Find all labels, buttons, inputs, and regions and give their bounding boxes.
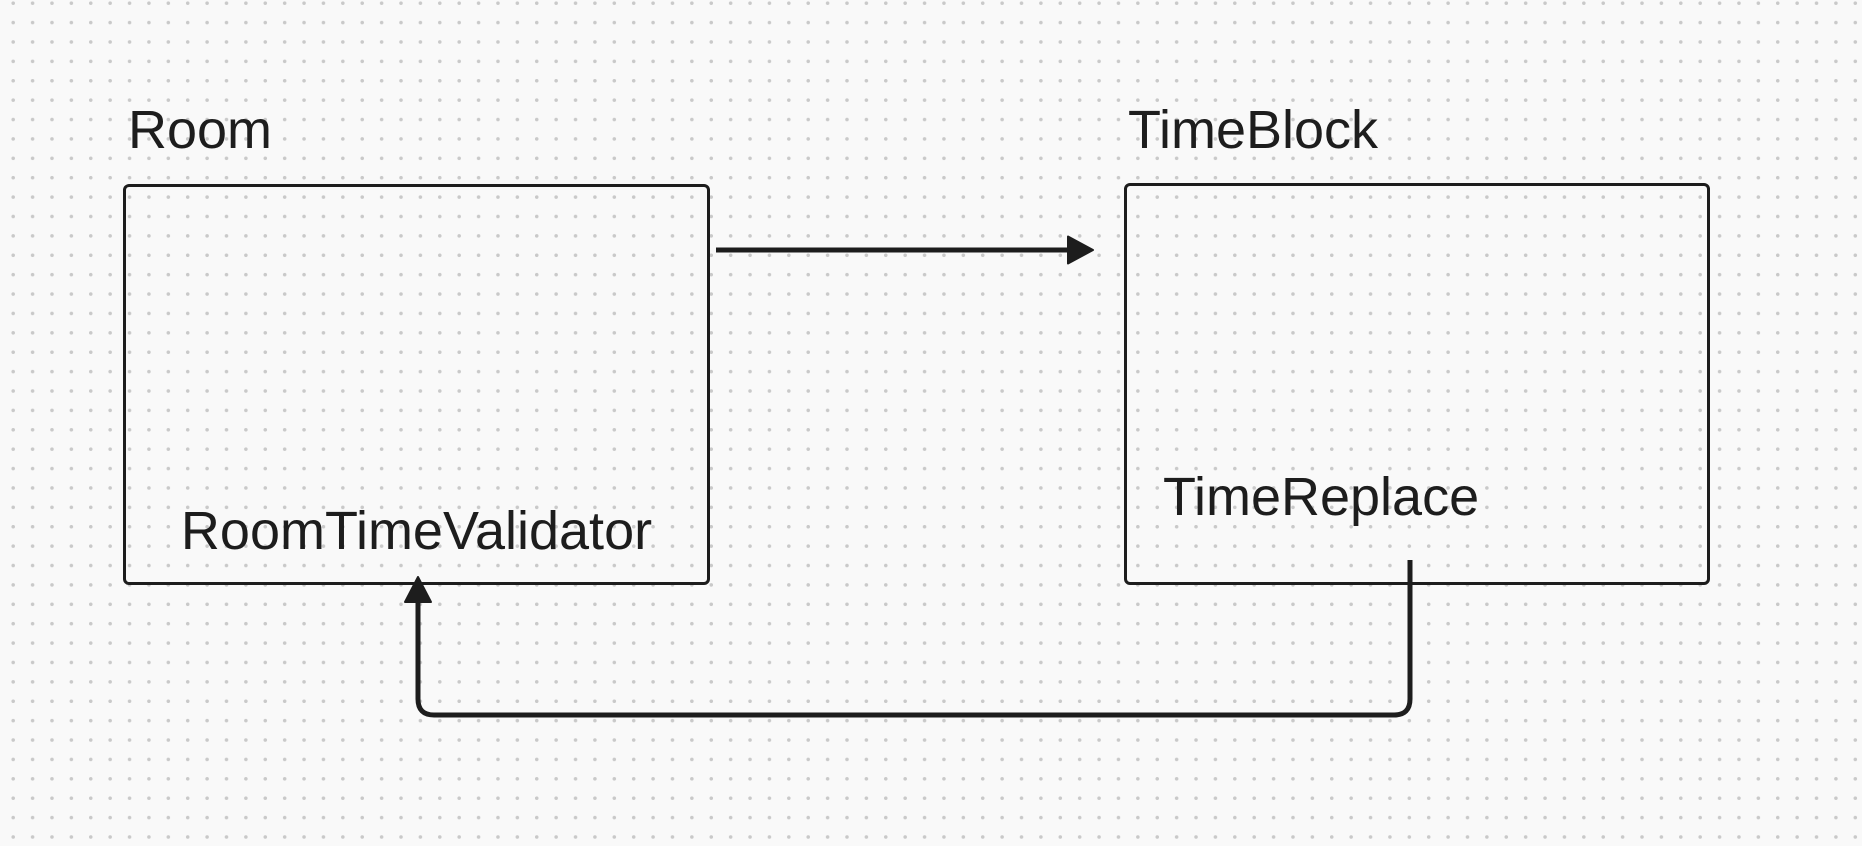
node-title-room[interactable]: Room — [128, 100, 273, 160]
inner-label-timereplace[interactable]: TimeReplace — [1163, 467, 1480, 527]
node-box-room[interactable] — [123, 184, 710, 585]
arrowhead-right-icon — [1068, 237, 1093, 264]
arrowhead-up-icon — [405, 577, 431, 602]
inner-label-roomtimevalidator[interactable]: RoomTimeValidator — [180, 501, 653, 561]
arrow-room-to-timeblock[interactable] — [716, 237, 1093, 264]
return-connector-path[interactable] — [418, 560, 1410, 715]
arrow-timereplace-to-roomtimevalidator[interactable] — [405, 560, 1410, 715]
node-box-timeblock[interactable] — [1124, 183, 1710, 585]
node-title-timeblock[interactable]: TimeBlock — [1128, 100, 1379, 160]
